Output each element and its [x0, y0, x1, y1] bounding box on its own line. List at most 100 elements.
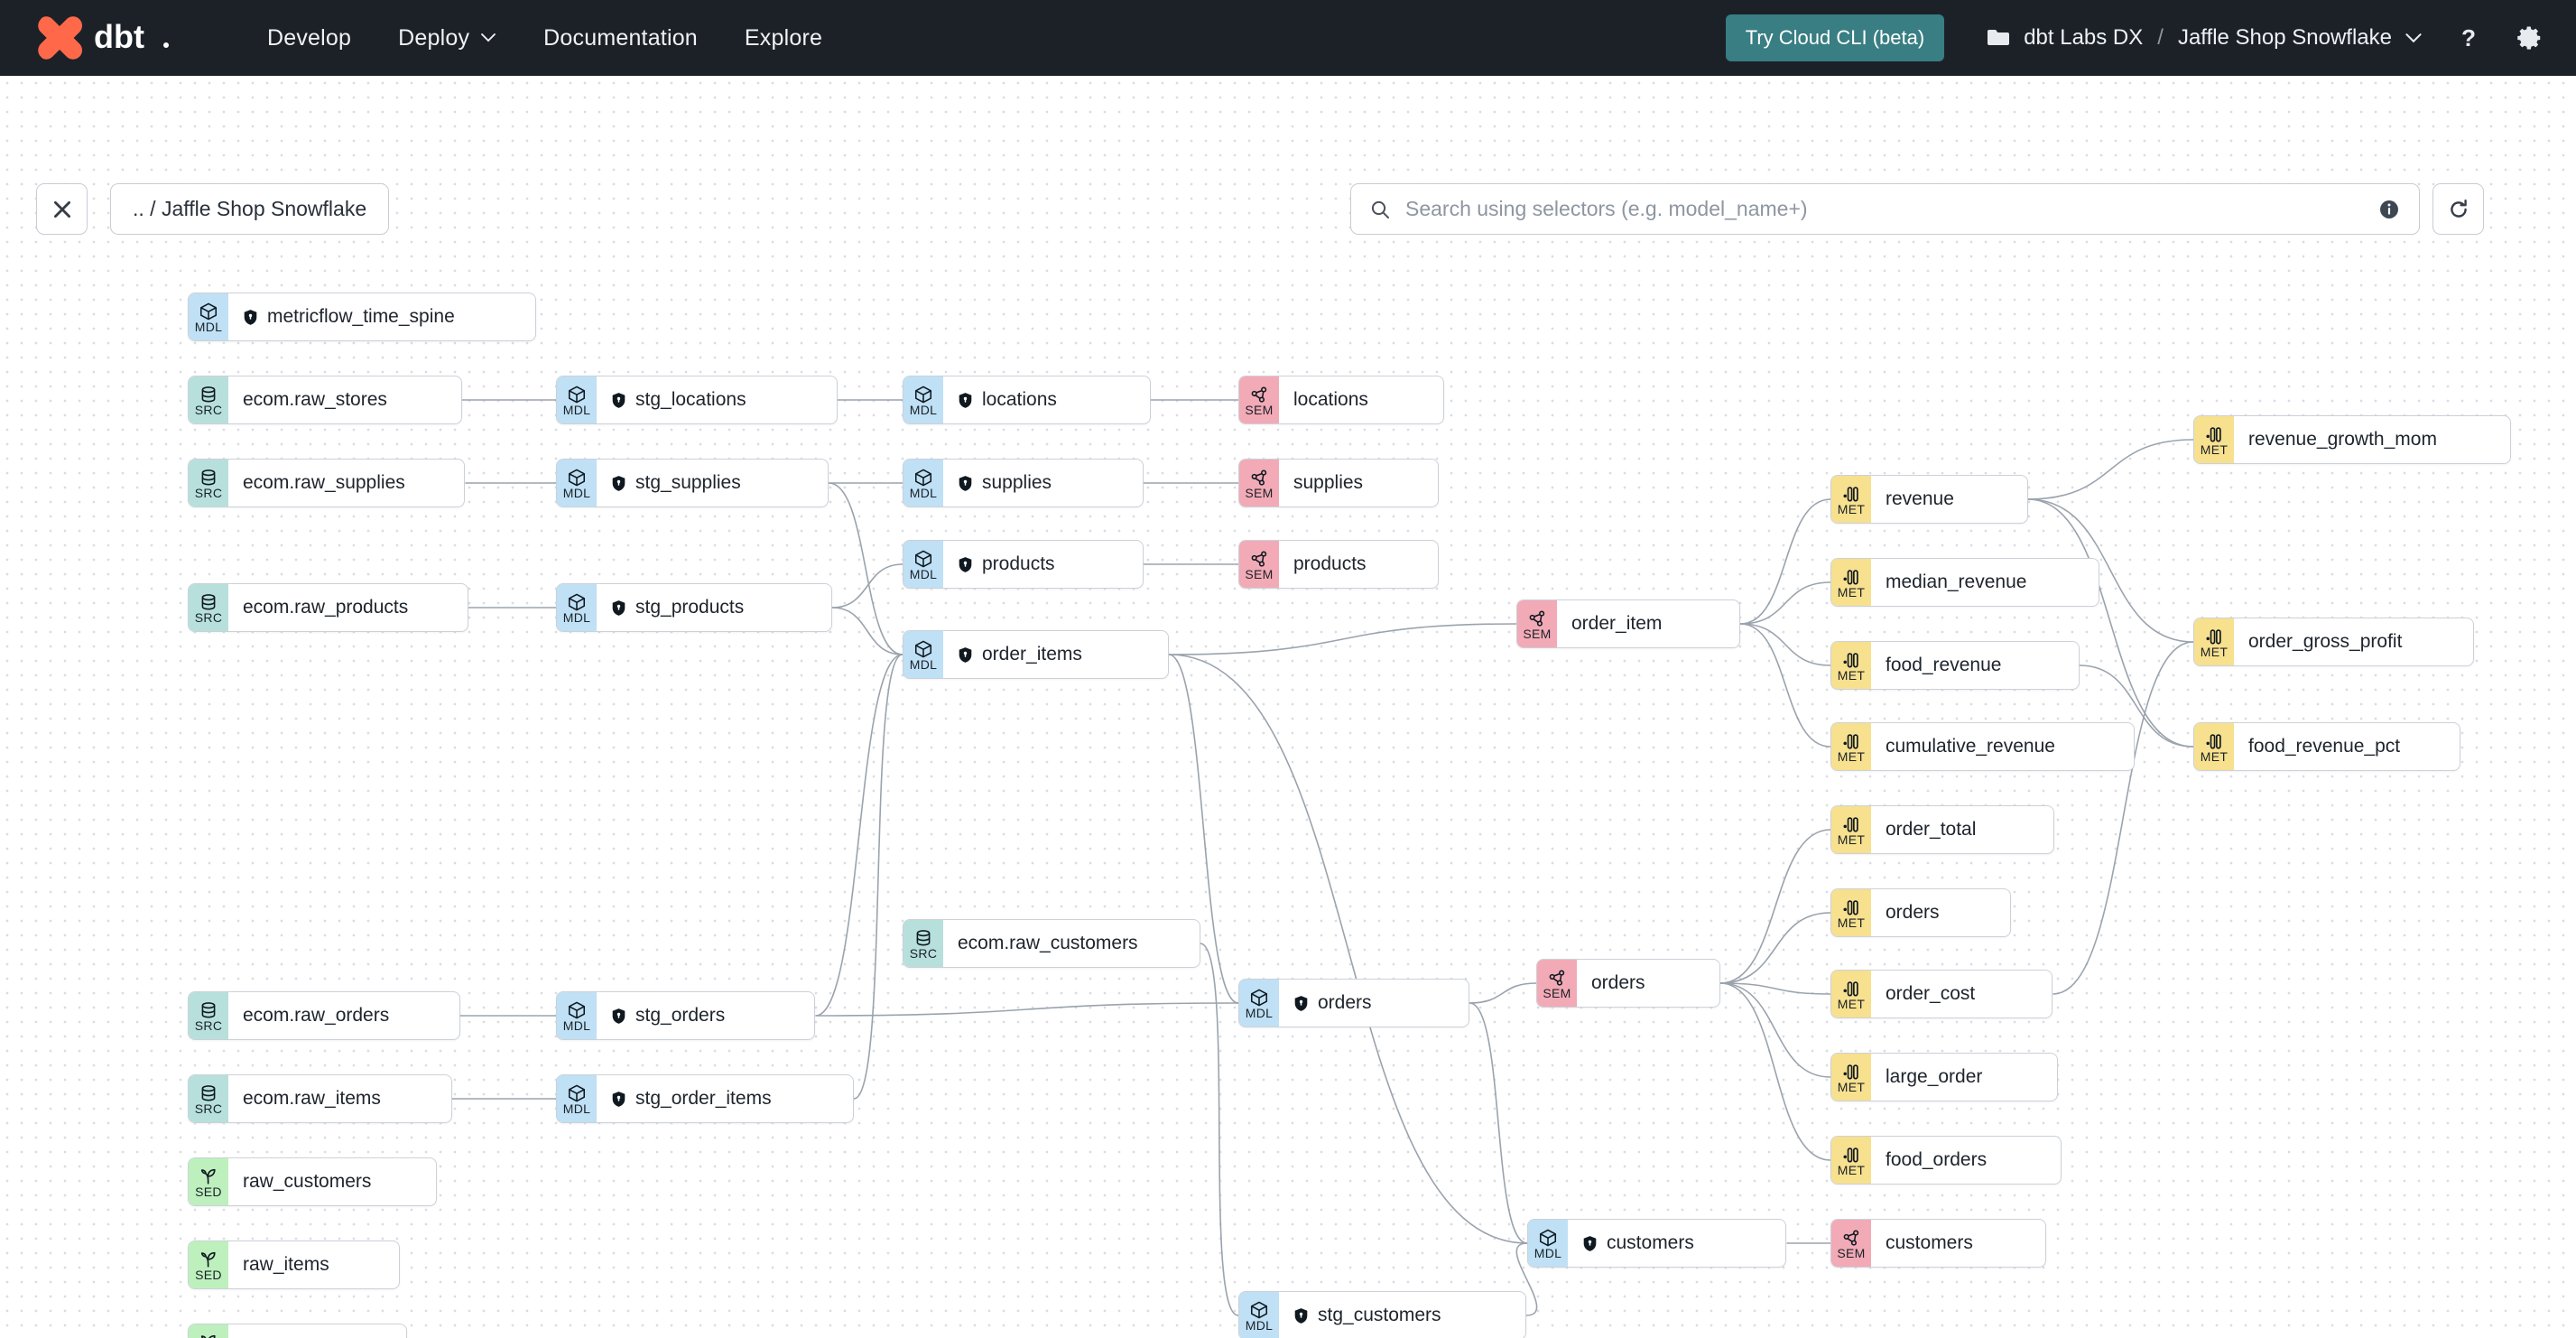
node-label: raw_customers	[243, 1171, 372, 1192]
graph-breadcrumb-label: .. / Jaffle Shop Snowflake	[133, 197, 367, 220]
project-chevron-down-icon[interactable]	[2405, 33, 2423, 44]
node-body: customers	[1871, 1220, 1989, 1267]
node-label: ecom.raw_supplies	[243, 472, 405, 493]
nav-develop[interactable]: Develop	[244, 16, 375, 60]
node-type-abbr: MDL	[909, 403, 938, 417]
node-label: supplies	[1293, 472, 1364, 493]
node-body: median_revenue	[1871, 559, 2043, 606]
nav-documentation[interactable]: Documentation	[520, 16, 721, 60]
cube-icon	[913, 386, 933, 404]
svg-text:?: ?	[2461, 24, 2476, 51]
lineage-edge-stg_products-to-products	[831, 563, 903, 609]
node-body: revenue	[1871, 476, 1970, 523]
node-label: ecom.raw_customers	[958, 933, 1138, 953]
node-type-badge-mdl: MDL	[557, 584, 597, 631]
bar-chart-icon	[1841, 980, 1861, 998]
nav-explore[interactable]: Explore	[721, 16, 846, 60]
info-icon[interactable]	[2377, 198, 2401, 221]
database-icon	[199, 386, 218, 404]
semantic-model-icon	[1547, 969, 1567, 987]
semantic-model-icon	[1841, 1229, 1861, 1247]
nav-deploy[interactable]: Deploy	[375, 16, 520, 60]
search-area	[1350, 183, 2484, 235]
help-button[interactable]: ?	[2453, 23, 2484, 53]
try-cloud-cli-button[interactable]: Try Cloud CLI (beta)	[1725, 14, 1945, 61]
node-label: order_total	[1886, 819, 1977, 840]
graph-breadcrumb-chip[interactable]: .. / Jaffle Shop Snowflake	[110, 183, 390, 235]
node-label: revenue	[1886, 488, 1954, 509]
lineage-edge-order_items-to-customers_mdl	[1168, 654, 1528, 1244]
shield-icon	[1294, 1307, 1308, 1324]
cube-icon	[567, 386, 587, 404]
nav-develop-label: Develop	[267, 24, 352, 51]
search-box[interactable]	[1350, 183, 2420, 235]
node-type-abbr: SRC	[194, 610, 223, 625]
dbt-logo[interactable]: dbt	[31, 14, 188, 61]
contract-shield-icon	[958, 556, 973, 573]
graph-toolbar: .. / Jaffle Shop Snowflake	[0, 76, 2576, 235]
node-type-badge-sem: SEM	[1537, 960, 1577, 1007]
contract-shield-icon	[958, 475, 973, 492]
settings-button[interactable]	[2515, 23, 2545, 53]
node-label: stg_products	[635, 597, 745, 618]
lineage-edge-met_revenue-to-met_order_gross_profit	[2027, 498, 2194, 643]
node-body: ecom.raw_orders	[228, 992, 405, 1039]
breadcrumb-account[interactable]: dbt Labs DX	[2024, 25, 2144, 50]
close-button[interactable]	[36, 183, 88, 235]
breadcrumb-project[interactable]: Jaffle Shop Snowflake	[2177, 25, 2392, 50]
dbt-wordmark: dbt	[94, 18, 169, 55]
refresh-button[interactable]	[2432, 183, 2484, 235]
node-type-badge-sed: SED	[189, 1324, 228, 1338]
node-label: food_revenue	[1886, 655, 2002, 675]
node-type-abbr: SEM	[1543, 986, 1571, 1000]
node-body: stg_locations	[597, 376, 763, 423]
lineage-edge-sem_orders-to-met_order_total	[1719, 829, 1831, 984]
nav-deploy-label: Deploy	[398, 24, 470, 51]
node-type-abbr: MDL	[562, 610, 591, 625]
node-body: food_revenue	[1871, 642, 2017, 689]
node-type-badge-mdl: MDL	[557, 1075, 597, 1122]
lineage-node-stg_products[interactable]: MDL stg_products	[556, 583, 832, 632]
search-input[interactable]	[1405, 197, 2363, 221]
